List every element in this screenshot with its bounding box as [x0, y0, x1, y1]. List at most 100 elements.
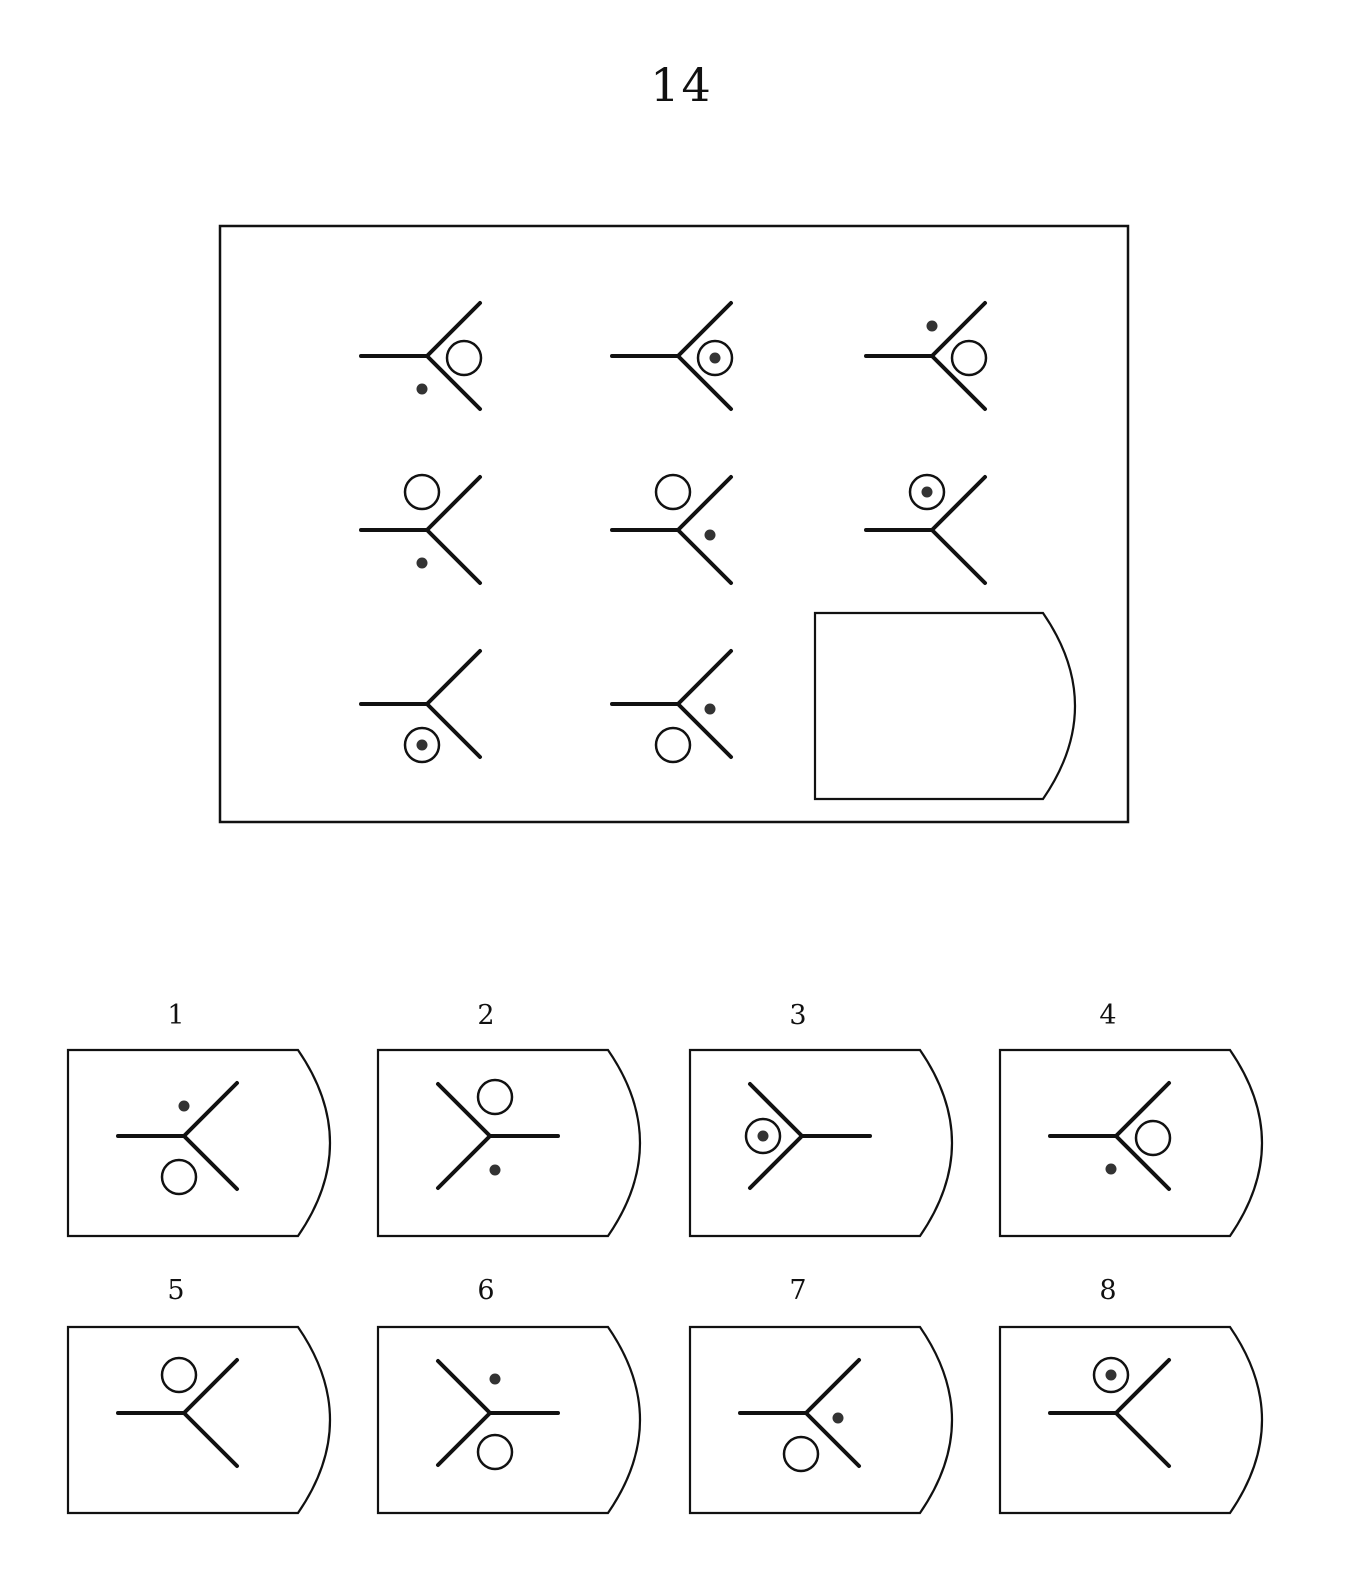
upper-arm-line	[676, 475, 733, 532]
upper-arm-line	[748, 1082, 804, 1138]
dot	[416, 383, 428, 395]
ring-circle	[744, 1117, 782, 1155]
dot	[489, 1164, 501, 1176]
blank-answer-slot[interactable]	[813, 611, 1076, 801]
option-tag-outline	[998, 1325, 1263, 1515]
dot	[489, 1373, 501, 1385]
nested-dot	[921, 486, 933, 498]
ring-circle	[476, 1078, 514, 1116]
lower-arm-line	[1114, 1134, 1171, 1191]
option-card-6[interactable]	[376, 1325, 641, 1515]
lower-arm-line	[425, 702, 482, 759]
ring-circle	[654, 726, 692, 764]
nested-dot	[709, 352, 721, 364]
lower-arm-line	[182, 1411, 239, 1468]
matrix-frame	[218, 224, 1130, 824]
upper-arm-line	[1114, 1358, 1171, 1415]
dot	[704, 703, 716, 715]
lower-arm-line	[425, 528, 482, 585]
option-tag-outline	[66, 1325, 331, 1515]
upper-arm-line	[930, 475, 987, 532]
option-number-label: 8	[1099, 1275, 1117, 1306]
upper-arm-line	[425, 301, 482, 358]
option-number-label: 5	[167, 1275, 185, 1306]
upper-arm-line	[930, 301, 987, 358]
option-tag-outline	[66, 1048, 331, 1238]
ring-circle	[696, 339, 734, 377]
matrix-cell	[813, 611, 1076, 801]
dot	[178, 1100, 190, 1112]
dot	[704, 529, 716, 541]
option-card-8[interactable]	[998, 1325, 1263, 1515]
matrix-cell	[864, 301, 988, 411]
ring-circle	[403, 726, 441, 764]
matrix-cell	[359, 473, 482, 585]
upper-arm-line	[804, 1358, 861, 1415]
option-number-label: 6	[477, 1275, 495, 1306]
upper-arm-line	[182, 1358, 239, 1415]
dot	[416, 557, 428, 569]
ring-circle	[160, 1356, 198, 1394]
upper-arm-line	[436, 1082, 492, 1138]
matrix-cell	[864, 473, 987, 585]
nested-dot	[416, 739, 428, 751]
option-number-label: 3	[789, 1000, 807, 1031]
lower-arm-line	[930, 528, 987, 585]
matrix-cell	[610, 301, 734, 411]
ring-circle	[160, 1158, 198, 1196]
option-tag-outline	[998, 1048, 1263, 1238]
ring-circle	[654, 473, 692, 511]
answer-options	[66, 1048, 1263, 1515]
dot	[926, 320, 938, 332]
ring-circle	[1092, 1356, 1130, 1394]
option-card-2[interactable]	[376, 1048, 641, 1238]
matrix-grid	[359, 301, 1076, 801]
upper-arm-line	[425, 475, 482, 532]
ring-circle	[1134, 1119, 1172, 1157]
page-title: 14	[650, 58, 713, 112]
option-card-4[interactable]	[998, 1048, 1263, 1238]
lower-arm-line	[436, 1411, 492, 1467]
option-number-label: 2	[477, 1000, 495, 1031]
ring-circle	[950, 339, 988, 377]
option-number-label: 1	[167, 1000, 185, 1031]
option-number-label: 7	[789, 1275, 807, 1306]
lower-arm-line	[676, 702, 733, 759]
option-tag-outline	[376, 1325, 641, 1515]
upper-arm-line	[1114, 1081, 1171, 1138]
matrix-cell	[610, 473, 733, 585]
dot	[1105, 1163, 1117, 1175]
upper-arm-line	[182, 1081, 239, 1138]
lower-arm-line	[748, 1134, 804, 1190]
option-tag-outline	[376, 1048, 641, 1238]
matrix-cell	[359, 649, 482, 764]
option-card-1[interactable]	[66, 1048, 331, 1238]
ring-circle	[445, 339, 483, 377]
option-number-label: 4	[1099, 1000, 1117, 1031]
ring-circle	[476, 1433, 514, 1471]
lower-arm-line	[676, 528, 733, 585]
lower-arm-line	[436, 1134, 492, 1190]
option-tag-outline	[688, 1325, 953, 1515]
matrix-cell	[359, 301, 483, 411]
lower-arm-line	[676, 354, 733, 411]
lower-arm-line	[425, 354, 482, 411]
ring-circle	[403, 473, 441, 511]
dot	[832, 1412, 844, 1424]
option-card-5[interactable]	[66, 1325, 331, 1515]
option-tag-outline	[688, 1048, 953, 1238]
lower-arm-line	[182, 1134, 239, 1191]
option-card-7[interactable]	[688, 1325, 953, 1515]
upper-arm-line	[425, 649, 482, 706]
ring-circle	[782, 1435, 820, 1473]
nested-dot	[1105, 1369, 1117, 1381]
upper-arm-line	[676, 649, 733, 706]
upper-arm-line	[676, 301, 733, 358]
option-card-3[interactable]	[688, 1048, 953, 1238]
nested-dot	[757, 1130, 769, 1142]
upper-arm-line	[436, 1359, 492, 1415]
lower-arm-line	[804, 1411, 861, 1468]
lower-arm-line	[930, 354, 987, 411]
matrix-cell	[610, 649, 733, 764]
